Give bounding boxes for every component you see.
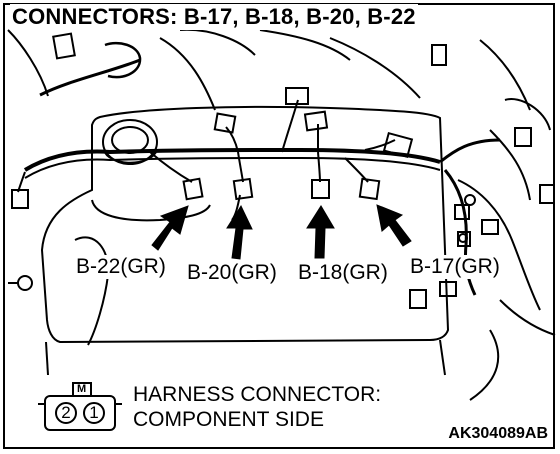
connector-label-b18: B-18(GR) bbox=[297, 261, 389, 285]
legend-line-1: HARNESS CONNECTOR: bbox=[133, 383, 382, 406]
diagram-title: CONNECTORS: B-17, B-18, B-20, B-22 bbox=[10, 4, 418, 30]
legend-pin-2: 2 bbox=[61, 403, 71, 422]
connector-label-b17: B-17(GR) bbox=[409, 255, 501, 279]
figure-code: AK304089AB bbox=[448, 425, 548, 442]
legend-pin-1: 1 bbox=[89, 403, 99, 422]
legend-symbol-letter: M bbox=[77, 383, 87, 395]
connector-label-b20: B-20(GR) bbox=[186, 261, 278, 285]
legend-line-2: COMPONENT SIDE bbox=[133, 408, 324, 431]
connector-label-b22: B-22(GR) bbox=[75, 255, 167, 279]
